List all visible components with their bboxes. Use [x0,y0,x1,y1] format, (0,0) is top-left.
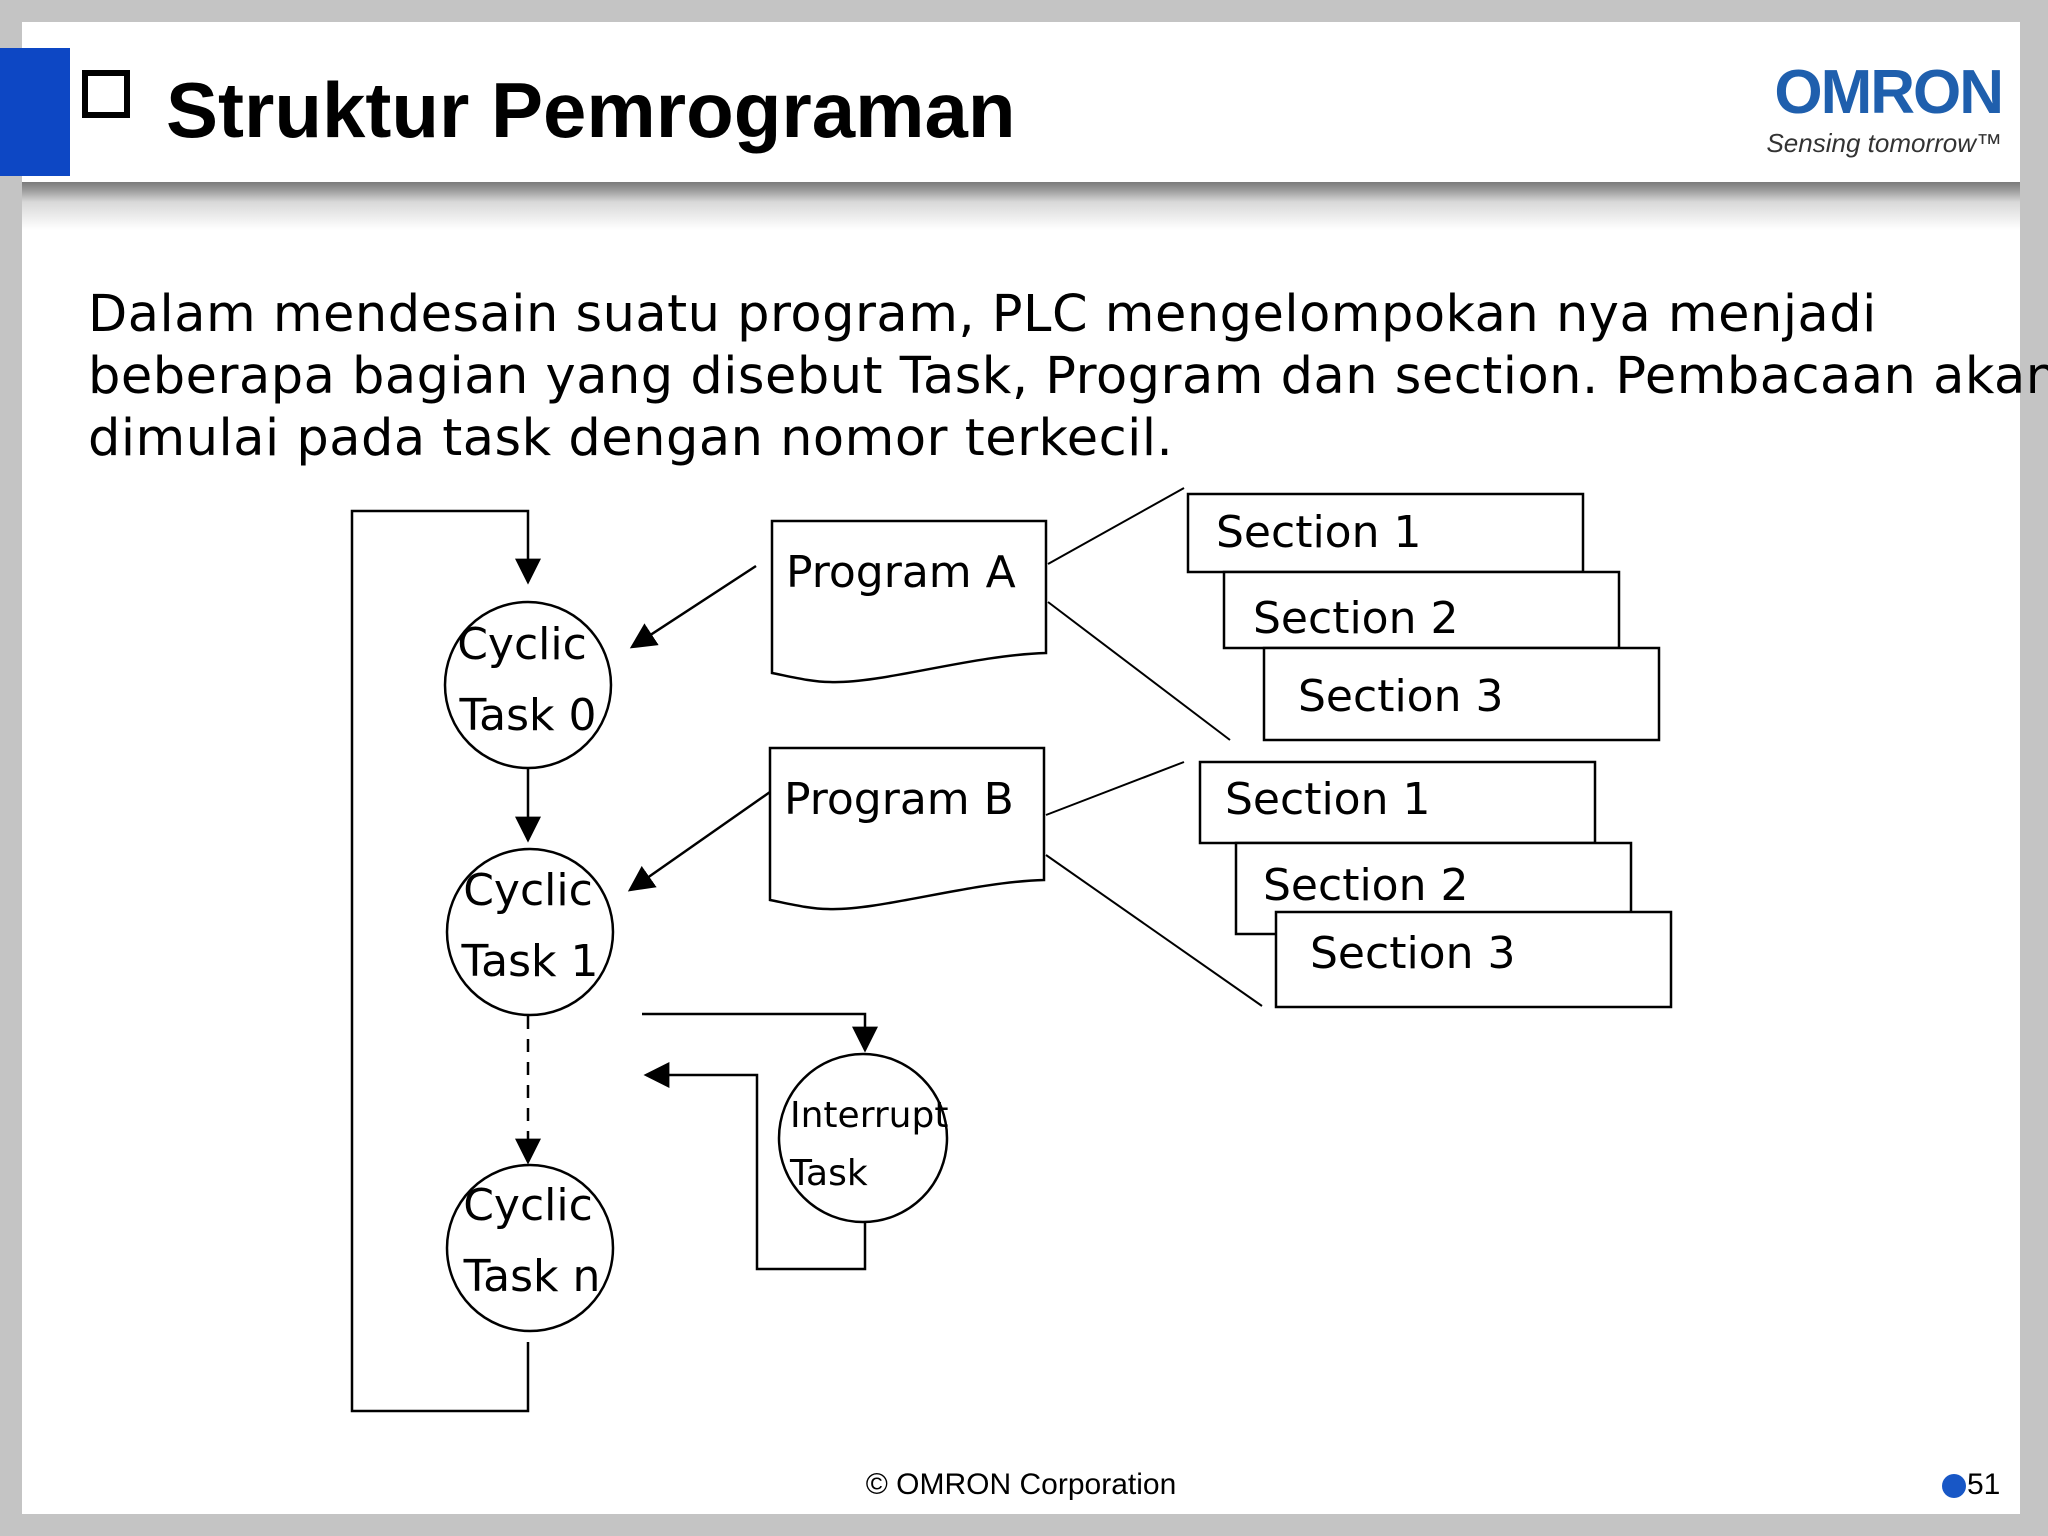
intro-line: beberapa bagian yang disebut Task, Progr… [88,347,2048,406]
section-label: Section 3 [1298,671,1503,722]
section-box [1186,492,1585,574]
title-bar: Struktur Pemrograman OMRON Sensing tomor… [0,22,2020,182]
program-b-fan-line [1045,854,1263,1007]
footer-copyright: © OMRON Corporation [865,1468,1177,1501]
program-b-fan-line [1045,761,1185,816]
program-a-to-task0-arrow [629,564,757,649]
program-b-document [768,746,1046,911]
intro-line: Dalam mendesain suatu program, PLC menge… [88,285,1877,344]
section-label: Section 2 [1263,860,1468,911]
interrupt-task-node [777,1052,949,1224]
title-accent-bar [0,48,70,176]
page-number: 51 [1967,1468,2001,1501]
section-box [1198,760,1597,845]
interrupt-call-arrow [642,1012,878,1053]
cyclic-task-0-label: Cyclic [457,619,587,670]
cyclic-task-n-label: Cyclic [463,1180,593,1231]
section-label: Section 2 [1253,593,1458,644]
program-a-document [770,519,1048,684]
logo-wordmark: OMRON [1774,58,2004,127]
program-b-to-task1-arrow [627,790,771,892]
section-label: Section 1 [1216,507,1421,558]
section-box [1274,910,1673,1009]
program-a-fan-line [1047,487,1185,565]
loop-connector [350,509,541,1413]
program-a-fan-line [1047,601,1231,741]
logo-tagline: Sensing tomorrow™ [1766,128,2002,158]
program-a-label: Program A [786,547,1016,598]
interrupt-task-label: Task [789,1153,868,1194]
interrupt-task-label: Interrupt [790,1095,948,1136]
section-box [1262,646,1661,742]
intro-paragraph: Dalam mendesain suatu program, PLC menge… [88,284,2048,470]
dot-icon [1942,1474,1966,1498]
section-label: Section 3 [1310,928,1515,979]
title-shadow [22,182,2020,230]
page-title: Struktur Pemrograman [166,66,1016,154]
interrupt-return-arrow [643,1062,867,1271]
cyclic-task-1-label: Task 1 [461,936,599,987]
cyclic-task-0-label: Task 0 [459,690,597,741]
cyclic-task-1-node [445,847,615,1017]
section-box [1222,570,1621,650]
omron-logo: OMRON Sensing tomorrow™ [1742,58,2004,178]
cyclic-task-n-label: Task n [463,1251,601,1302]
checkbox-icon [82,70,130,118]
slide: Struktur Pemrograman OMRON Sensing tomor… [0,22,2048,1514]
task-structure-diagram: Cyclic Task 0 Cyclic Task 1 Cyclic Task … [350,487,1673,1413]
intro-line: dimulai pada task dengan nomor terkecil. [88,409,1174,468]
cyclic-task-1-label: Cyclic [463,865,593,916]
section-label: Section 1 [1225,774,1430,825]
cyclic-task-n-node [445,1163,615,1333]
program-b-label: Program B [784,774,1014,825]
